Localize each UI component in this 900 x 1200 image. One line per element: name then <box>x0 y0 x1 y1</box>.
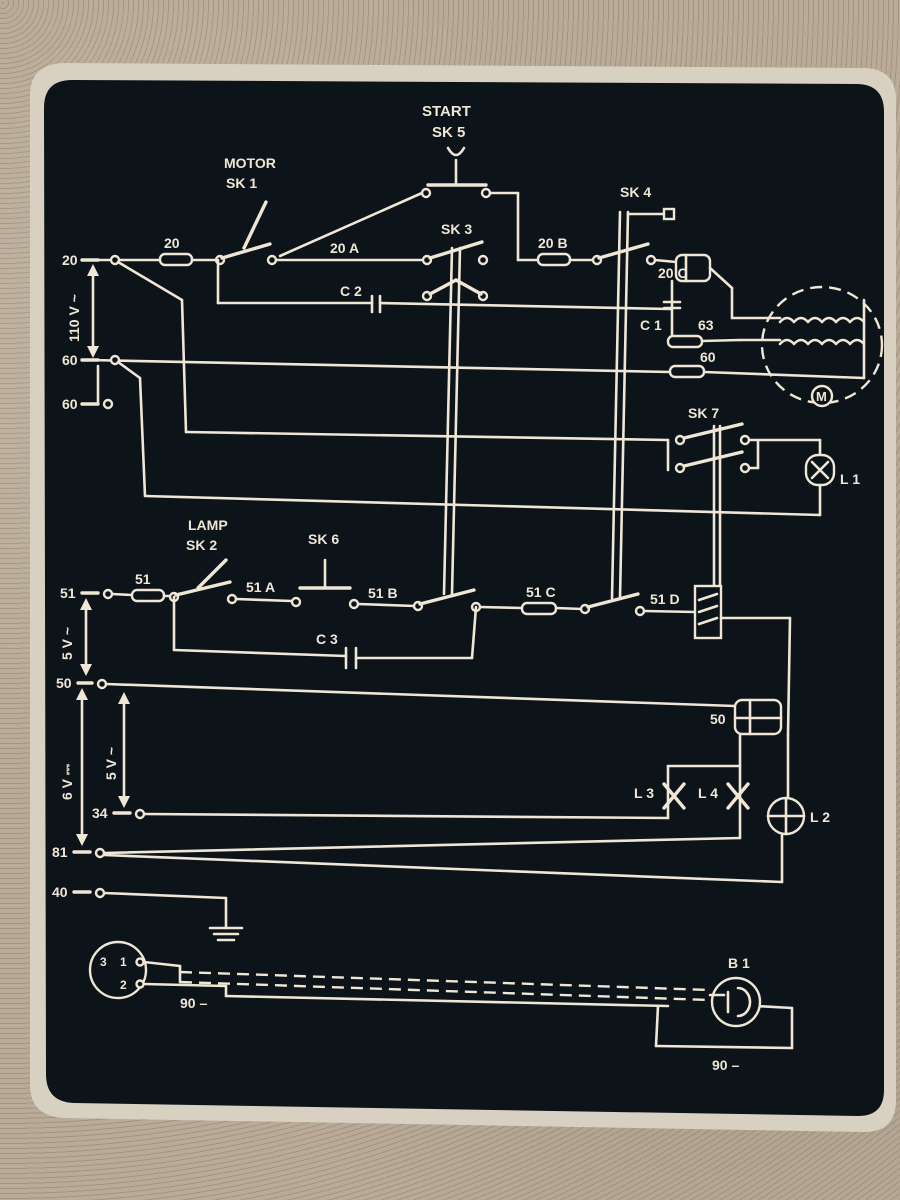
lamp-l4 <box>726 782 750 810</box>
wire-51c-label: 51 C <box>526 584 556 600</box>
wire-90-label-right: 90 – <box>712 1057 739 1073</box>
wire-60 <box>88 358 866 380</box>
terminal-20 <box>80 254 670 442</box>
connector-pin-2: 2 <box>120 978 127 992</box>
wire-60-label: 60 <box>700 349 716 365</box>
capacitor-c3 <box>172 595 478 670</box>
wire-20b-label: 20 B <box>538 235 568 251</box>
voltage-110v-label: 110 V ~ <box>66 294 82 342</box>
lamp-switch-sk2 <box>174 558 232 597</box>
terminal-50-label: 50 <box>56 675 72 691</box>
terminal-60b <box>80 398 114 410</box>
terminal-81-label: 81 <box>52 844 68 860</box>
sk1-label: SK 1 <box>226 175 257 191</box>
lamp-l3 <box>662 782 686 810</box>
terminal-60a-label: 60 <box>62 352 78 368</box>
motor-switch-sk1 <box>220 200 272 260</box>
terminal-60b-label: 60 <box>62 396 78 412</box>
wire-51d-label: 51 D <box>650 591 680 607</box>
l1-label: L 1 <box>840 471 860 487</box>
lamp-l2 <box>766 733 806 836</box>
start-button-sk5 <box>278 146 540 262</box>
capacitor-block-c1 <box>653 253 782 349</box>
buzzer-b1 <box>708 976 762 1028</box>
sk4-label: SK 4 <box>620 184 651 200</box>
wire-40-ground <box>72 887 244 942</box>
lamp-l1 <box>804 438 836 517</box>
wire-51b-label: 51 B <box>368 585 398 601</box>
l3-label: L 3 <box>634 785 654 801</box>
switch-sk4-contact-51 <box>586 592 640 609</box>
terminal-60a <box>80 354 822 517</box>
terminal-51-label: 51 <box>60 585 76 601</box>
sk2-label: SK 2 <box>186 537 217 553</box>
wire-90-label-left: 90 – <box>180 995 207 1011</box>
wire-50 <box>76 678 783 736</box>
sk3-label: SK 3 <box>441 221 472 237</box>
motor-label: MOTOR <box>224 155 276 171</box>
switch-sk3-contact-51 <box>418 588 476 606</box>
voltage-5v-bottom-label: 5 V ~ <box>103 747 119 780</box>
lamp-label: LAMP <box>188 517 228 533</box>
start-label: START <box>422 103 471 120</box>
wire-20b <box>536 207 676 600</box>
switch-sk3 <box>421 240 489 596</box>
wire-20-main <box>88 252 489 267</box>
voltage-arrow-110v <box>87 264 99 358</box>
c2-label: C 2 <box>340 283 362 299</box>
sk6-label: SK 6 <box>308 531 339 547</box>
wire-50-label: 50 <box>710 711 726 727</box>
wire-51-label: 51 <box>135 571 151 587</box>
shielded-cable <box>142 960 794 1050</box>
voltage-arrow-6v <box>76 688 88 846</box>
c1-label: C 1 <box>640 317 662 333</box>
wire-81 <box>72 833 784 884</box>
c3-label: C 3 <box>316 631 338 647</box>
b1-label: B 1 <box>728 955 750 971</box>
button-sk6 <box>298 558 352 590</box>
wire-63-label: 63 <box>698 317 714 333</box>
wire-20-label: 20 <box>164 235 180 251</box>
terminal-20-label: 20 <box>62 252 78 268</box>
terminal-40-label: 40 <box>52 884 68 900</box>
wire-20a-label: 20 A <box>330 240 359 256</box>
motor-symbol-label: M <box>816 389 827 404</box>
wire-20c-label: 20 C <box>658 265 688 281</box>
sk7-label: SK 7 <box>688 405 719 421</box>
wire-51a-label: 51 A <box>246 579 275 595</box>
relay-coil <box>693 584 792 737</box>
wire-34 <box>112 732 742 840</box>
connector-pin-1: 1 <box>120 955 127 969</box>
wire-c2 <box>216 258 672 314</box>
voltage-arrow-5v-bottom <box>118 692 130 808</box>
switch-sk7 <box>666 422 822 590</box>
sk5-label: SK 5 <box>432 124 465 141</box>
terminal-34-label: 34 <box>92 805 108 821</box>
motor-m <box>760 285 884 408</box>
voltage-6v-label: 6 V ⎓ <box>59 763 75 800</box>
l2-label: L 2 <box>810 809 830 825</box>
connector-socket <box>88 940 148 1000</box>
l4-label: L 4 <box>698 785 718 801</box>
voltage-5v-top-label: 5 V ~ <box>59 627 75 660</box>
voltage-arrow-5v-top <box>80 598 92 676</box>
connector-pin-3: 3 <box>100 955 107 969</box>
